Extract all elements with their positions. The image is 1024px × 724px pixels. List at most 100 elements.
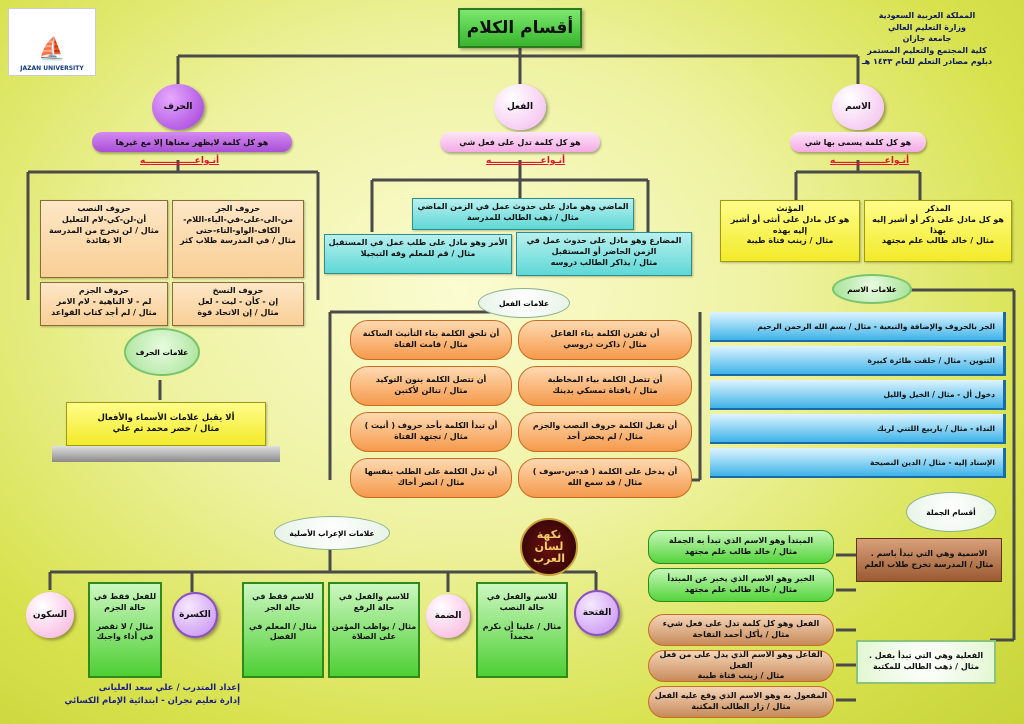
irab-sukun-example: مثال / لا تقصر في أداء واجبك	[96, 621, 154, 642]
header-line-4: كلية المجتمع والتعليم المستمر	[867, 45, 987, 55]
harf-nasb-example: مثال / لن تخرج من المدرسة الا بفائدة	[49, 225, 159, 246]
jumla-fail-text: الفاعل وهو الاسم الذي يدل على من فعل الف…	[659, 649, 823, 670]
harf-jazm-example: مثال / لم أجد كتاب القواعد	[51, 307, 157, 317]
fil-signs-label: علامات الفعل	[478, 288, 570, 318]
harf-definition: هو كل كلمة لايظهر معناها إلا مع غيرها	[92, 132, 292, 152]
irab-damma-box: للاسم والفعل في حالة الرفع مثال / يواظب …	[328, 582, 420, 678]
harf-types-label: أنـواعــــــــــــــــه	[140, 156, 220, 166]
harf-naskh-box: حروف النسخ إن - كأن - ليت - لعل مثال / إ…	[172, 282, 304, 326]
fil-mudari-example: مثال / يذاكر الطالب دروسه	[550, 257, 658, 267]
jumla-filiyya-example: مثال / ذهب الطالب للمكتبة	[872, 662, 980, 671]
fil-sign-7-example: مثال / قد سمع الله	[567, 478, 643, 487]
jumla-maful-box: المفعول به وهو الاسم الذي وقع عليه الفعل…	[648, 686, 834, 718]
fil-amr-text: الأمر وهو مادل على طلب عمل في المستقبل	[328, 238, 508, 247]
harf-jarr-example: مثال / في المدرسة طلاب كثر	[180, 236, 296, 246]
footer-line-2: إدارة تعليم نجران - ابتدائية الإمام الكس…	[64, 695, 240, 706]
fil-sign-3-text: أن تتصل الكلمة بياء المخاطبة	[547, 375, 663, 385]
fil-sign-2-text: أن تلحق الكلمة بتاء التأنيث الساكنة	[362, 329, 500, 339]
ism-sign-5: الإسناد إليه - مثال / الدين النصيحة	[710, 448, 1006, 478]
irab-kasra-box: للاسم فقط في حالة الجر مثال / المعلم في …	[242, 582, 324, 678]
ism-mudhakkar-example: مثال / خالد طالب علم مجتهد	[881, 236, 995, 246]
fil-sign-1-example: مثال / ذاكرت دروسي	[563, 340, 647, 349]
irab-label: علامات الإعراب الأصلية	[274, 516, 390, 550]
harf-naskh-list: إن - كأن - ليت - لعل	[197, 296, 279, 306]
ism-mudhakkar-text: هو كل مادل على ذكر أو أشير إليه بهذا	[872, 214, 1004, 235]
irab-sukun-circle: السكون	[26, 592, 74, 638]
jumla-ismiyya-text: الاسمية وهي التي تبدأ باسم .	[870, 549, 988, 559]
fil-sign-5-example: مثال / لم يحضر أحد	[566, 432, 644, 441]
footer-credits: إعداد المتدرب / علي سعد العليانى إدارة ت…	[14, 682, 240, 708]
ism-definition: هو كل كلمة يسمى بها شي	[790, 132, 926, 152]
fil-sign-7-text: أن يدخل على الكلمة ( قد-س-سوف )	[532, 467, 678, 477]
harf-jazm-list: لم - لا الناهية - لام الامر	[56, 296, 152, 306]
irab-kasra-example: مثال / المعلم في الفصل	[249, 621, 317, 642]
irab-sukun-box: للفعل فقط في حالة الجزم مثال / لا تقصر ف…	[88, 582, 162, 678]
harf-circle: الحرف	[152, 84, 204, 130]
fil-circle: الفعل	[494, 84, 546, 130]
harf-jazm-box: حروف الجزم لم - لا الناهية - لام الامر م…	[40, 282, 168, 326]
ism-muannath-box: المؤنث هو كل مادل على أنثى أو أشير إليه …	[720, 200, 860, 262]
header-line-3: جامعة جازان	[902, 34, 952, 44]
fil-sign-6: أن تبدأ الكلمة بأحد حروف ( أنيت )مثال / …	[350, 412, 512, 452]
irab-sukun-title: للفعل فقط في حالة الجزم	[93, 592, 157, 612]
fil-sign-1-text: أن تقترن الكلمة بتاء الفاعل	[550, 329, 660, 339]
signature-seal: نكهة لسان العرب	[520, 518, 578, 576]
fil-sign-4-text: أن تتصل الكلمة بنون التوكيد	[375, 375, 487, 385]
header-line-1: المملكة العربية السعودية	[878, 11, 976, 20]
harf-signs-label: علامات الحرف	[124, 328, 200, 376]
fil-madi-example: مثال / ذهب الطالب للمدرسة	[467, 212, 579, 222]
ism-muannath-title: المؤنث	[776, 204, 804, 213]
jumla-fail-box: الفاعل وهو الاسم الذي يدل على من فعل الف…	[648, 650, 834, 682]
ism-mudhakkar-box: المذكر هو كل مادل على ذكر أو أشير إليه ب…	[864, 200, 1012, 262]
irab-fatha-title: للاسم والفعل في حالة النصب	[486, 592, 558, 612]
jumla-fail-example: مثال / زينب فتاة طيبة	[697, 671, 785, 681]
harf-jarr-box: حروف الجر من-الى-على-في-الباء-اللام-الكا…	[172, 200, 304, 278]
fil-madi-box: الماضي وهو مادل على حدوث عمل في الزمن ال…	[412, 198, 634, 230]
jumla-filiyya-box: الفعلية وهي التي تبدأ بفعل . مثال / ذهب …	[856, 640, 996, 684]
university-logo: ⛵ JAZAN UNIVERSITY	[8, 8, 96, 76]
irab-kasra-circle: الكسرة	[172, 592, 218, 638]
irab-damma-example: مثال / يواظب المؤمن على الصلاة	[331, 621, 417, 642]
fil-mudari-box: المضارع وهو مادل على حدوث عمل في الزمن ا…	[516, 232, 692, 276]
irab-kasra-title: للاسم فقط في حالة الجر	[252, 592, 314, 612]
jumla-fil-text: الفعل وهو كل كلمة تدل على فعل شيء	[662, 619, 820, 629]
jumla-khabar-text: الخبر وهو الاسم الذي يخبر عن المبتدأ	[667, 574, 815, 584]
harf-jarr-title: حروف الجر	[215, 204, 261, 213]
harf-nasb-box: حروف النصب أن-لن-كي-لام التعليل مثال / ل…	[40, 200, 168, 278]
fil-madi-text: الماضي وهو مادل على حدوث عمل في الزمن ال…	[417, 202, 629, 211]
ism-sign-4: النداء - مثال / ياربيع اللتني لربك	[710, 414, 1006, 444]
jumla-ismiyya-example: مثال / المدرسة تخرج طلاب العلم	[864, 560, 994, 569]
page-title: أقسام الكلام	[458, 8, 582, 48]
irab-fatha-box: للاسم والفعل في حالة النصب مثال / علينا …	[476, 582, 568, 678]
ism-muannath-example: مثال / زينب فتاة طيبة	[746, 236, 834, 246]
jumla-fil-example: مثال / يأكل أحمد التفاحة	[692, 630, 790, 639]
fil-mudari-text: المضارع وهو مادل على حدوث عمل في الزمن ا…	[526, 236, 682, 256]
jumla-fil-box: الفعل وهو كل كلمة تدل على فعل شيء مثال /…	[648, 614, 834, 646]
harf-jazm-title: حروف الجزم	[78, 286, 130, 295]
fil-sign-3-example: مثال / يافتاة تمسكي بدينك	[552, 386, 658, 395]
harf-jarr-list: من-الى-على-في-الباء-اللام-الكاف-الواو-ال…	[183, 214, 293, 235]
ism-mudhakkar-title: المذكر	[925, 204, 951, 213]
harf-nasb-title: حروف النصب	[77, 204, 131, 213]
fil-amr-example: مثال / قم للمعلم وفه التبجيلا	[360, 248, 476, 258]
jumla-maful-example: مثال / زار الطالب المكتبة	[691, 702, 791, 711]
fil-sign-8-text: أن تدل الكلمة على الطلب بنفسها	[364, 467, 498, 477]
ism-sign-1: الجر بالحروف والإضافة والتبعية - مثال / …	[710, 312, 1006, 342]
header-info: المملكة العربية السعودية وزارة التعليم ا…	[842, 10, 1012, 68]
fil-sign-8-example: مثال / انصر أخاك	[397, 478, 465, 487]
jumla-mubtada-box: المبتدأ وهو الاسم الذي تبدأ به الجملة مث…	[648, 530, 834, 564]
fil-amr-box: الأمر وهو مادل على طلب عمل في المستقبل م…	[324, 234, 512, 274]
ism-sign-3: دخول أل - مثال / الخيل والليل	[710, 380, 1006, 410]
header-line-2: وزارة التعليم العالي	[888, 22, 966, 32]
ism-types-label: أنـواعــــــــــــــــه	[830, 156, 910, 166]
fil-sign-4-example: مثال / تنالن لأكتبن	[394, 386, 468, 395]
logo-text: JAZAN UNIVERSITY	[20, 65, 84, 72]
jumla-mubtada-example: مثال / خالد طالب علم مجتهد	[684, 547, 798, 556]
harf-naskh-title: حروف النسخ	[212, 286, 264, 295]
irab-damma-circle: الضمة	[426, 594, 470, 638]
